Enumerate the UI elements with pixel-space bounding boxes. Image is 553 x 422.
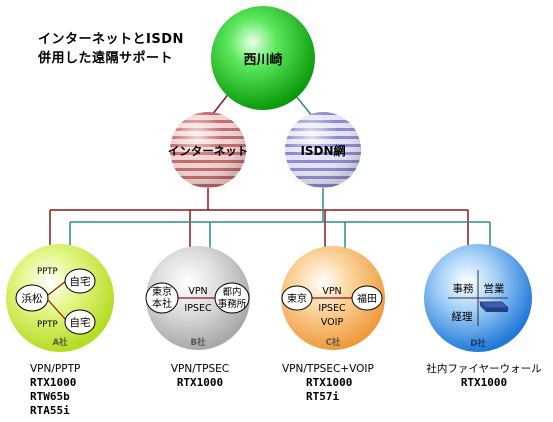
isdn-node: ISDN網 xyxy=(285,112,361,188)
center-label: 西川崎 xyxy=(243,52,282,68)
svg-text:本社: 本社 xyxy=(152,297,172,310)
site-a-link-bottom: PPTP xyxy=(37,320,58,330)
site-d-model-1: RTX1000 xyxy=(460,376,508,389)
site-d: 事務 営業 経理 D社 xyxy=(424,244,532,352)
site-a-main-node xyxy=(15,284,49,312)
isdn-label: ISDN網 xyxy=(300,143,345,158)
site-c-link-mid: IPSEC xyxy=(318,303,346,314)
site-a-protocol: VPN/PPTP xyxy=(30,363,81,375)
site-a-model-1: RTX1000 xyxy=(30,376,77,389)
site-a-link-top: PPTP xyxy=(37,267,58,277)
svg-text:東京: 東京 xyxy=(152,285,172,298)
connection-lines xyxy=(49,91,491,262)
svg-text:自宅: 自宅 xyxy=(70,316,91,329)
site-c-left-node xyxy=(281,285,313,311)
site-d-dept-tr: 営業 xyxy=(484,282,505,295)
site-c-link-top: VPN xyxy=(322,286,341,297)
title-line-1: インターネットとISDN xyxy=(38,32,184,47)
site-c: 東京 福田 VPN IPSEC VOIP C社 xyxy=(281,246,385,350)
svg-text:都内: 都内 xyxy=(222,286,241,298)
internet-node: インターネット xyxy=(168,112,249,188)
internet-label: インターネット xyxy=(168,144,249,158)
svg-text:東京: 東京 xyxy=(287,292,307,305)
site-c-protocol: VPN/TPSEC+VOIP xyxy=(282,363,374,375)
site-b-model-1: RTX1000 xyxy=(176,376,224,389)
site-a-model-2: RTW65b xyxy=(30,390,70,403)
diagram-title: インターネットとISDN 併用した遠隔サポート xyxy=(38,30,184,68)
site-a-home2-node xyxy=(64,309,96,335)
site-a: 浜松 自宅 自宅 PPTP PPTP A社 xyxy=(6,244,114,352)
site-c-model-2: RT57i xyxy=(306,390,340,403)
svg-text:自宅: 自宅 xyxy=(70,275,91,288)
site-d-protocol: 社内ファイヤーウォール xyxy=(426,363,542,375)
site-d-dept-bl: 経理 xyxy=(452,310,473,323)
site-b: 東京 本社 都内 事務所 VPN IPSEC B社 xyxy=(145,246,250,350)
site-c-link-bottom: VOIP xyxy=(321,317,344,328)
site-d-dept-tl: 事務 xyxy=(453,282,474,295)
site-b-link-bottom: IPSEC xyxy=(184,303,212,314)
site-d-caption: 社内ファイヤーウォール RTX1000 xyxy=(420,362,548,390)
title-line-2: 併用した遠隔サポート xyxy=(38,51,174,66)
center-node: 西川崎 xyxy=(211,6,315,110)
site-a-model-3: RTA55i xyxy=(30,404,70,417)
site-b-protocol: VPN/TPSEC xyxy=(170,363,230,375)
site-b-link-top: VPN xyxy=(188,286,207,297)
site-a-label: A社 xyxy=(52,337,68,348)
site-a-caption: VPN/PPTP RTX1000 RTW65b RTA55i xyxy=(30,362,80,418)
svg-text:福田: 福田 xyxy=(357,292,377,305)
site-b-label: B社 xyxy=(191,337,206,348)
site-b-left-node xyxy=(145,282,179,314)
center-sphere xyxy=(211,6,315,110)
svg-text:事務所: 事務所 xyxy=(218,298,247,310)
site-c-caption: VPN/TPSEC+VOIP RTX1000 RT57i xyxy=(282,362,374,404)
center-isdn-link xyxy=(295,95,313,117)
site-a-home1-node xyxy=(64,268,96,294)
svg-text:浜松: 浜松 xyxy=(22,292,43,305)
site-c-model-1: RTX1000 xyxy=(306,376,353,389)
site-d-label: D社 xyxy=(470,338,486,349)
site-c-label: C社 xyxy=(326,337,341,348)
site-c-right-node xyxy=(351,285,383,311)
site-b-right-node xyxy=(214,282,250,314)
router-icon xyxy=(479,301,509,312)
site-b-caption: VPN/TPSEC RTX1000 xyxy=(160,362,240,390)
